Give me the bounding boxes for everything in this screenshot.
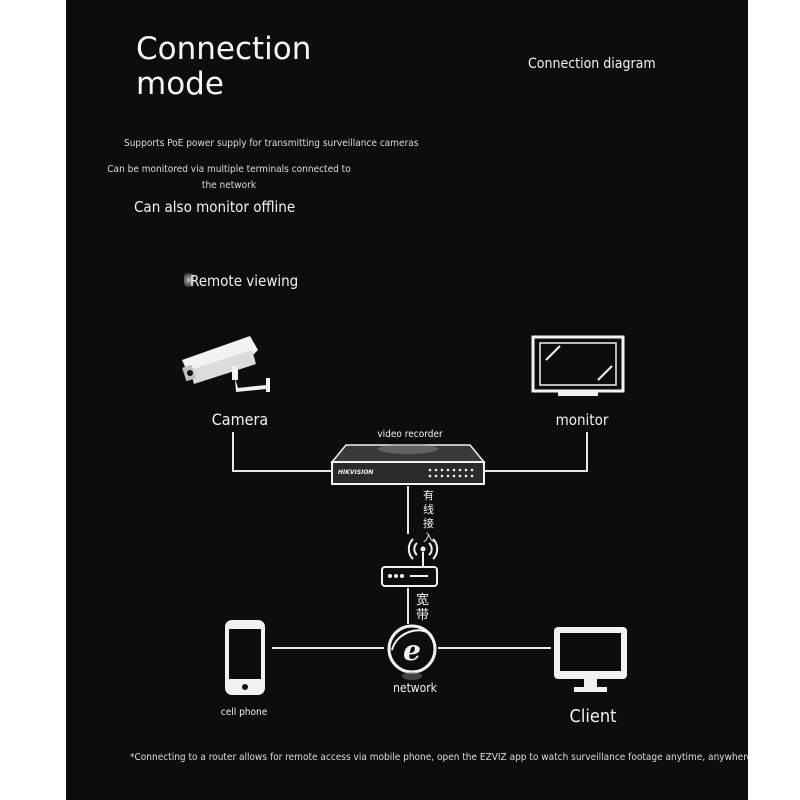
monitor-icon: [531, 335, 625, 396]
feature-poe: Supports PoE power supply for transmitti…: [124, 138, 419, 149]
camera-recorder-line: [232, 432, 332, 472]
svg-text:入: 入: [423, 531, 434, 544]
wired-access-label: 有 线 接 入: [423, 488, 434, 544]
svg-text:接: 接: [423, 517, 434, 530]
connection-diagram: Camera monitor video recorder HIKVISION: [182, 335, 627, 727]
wifi-icon: [407, 538, 439, 566]
diagram-title: Connection diagram: [528, 56, 656, 72]
monitor-label: monitor: [556, 411, 609, 429]
client-label: Client: [570, 706, 617, 727]
cell-phone-label: cell phone: [221, 707, 268, 718]
remote-viewing-marker: [184, 273, 194, 287]
svg-text:带: 带: [416, 608, 429, 623]
recorder-leds: [428, 468, 474, 478]
recorder-brand: HIKVISION: [338, 469, 373, 476]
client-computer-icon: [554, 627, 627, 692]
infographic-panel: Connection mode Connection diagram Suppo…: [66, 0, 748, 800]
svg-text:e: e: [403, 634, 421, 667]
broadband-label: 宽 带: [416, 592, 429, 623]
svg-text:宽: 宽: [416, 592, 429, 608]
internet-explorer-icon: e: [387, 624, 437, 674]
svg-text:有: 有: [423, 488, 434, 502]
svg-text:线: 线: [423, 502, 434, 516]
network-label: network: [393, 681, 438, 695]
feature-remote-viewing: Remote viewing: [190, 272, 299, 290]
page-title: Connection mode: [136, 31, 312, 102]
camera-icon: [182, 336, 270, 392]
monitor-recorder-line: [484, 432, 588, 472]
cell-phone-icon: [225, 620, 265, 695]
video-recorder-icon: HIKVISION: [330, 444, 486, 485]
connector-lines: [232, 432, 588, 649]
camera-label: Camera: [212, 410, 269, 429]
feature-offline: Can also monitor offline: [134, 198, 296, 216]
feature-multi-terminal: Can be monitored via multiple terminals …: [107, 164, 351, 191]
router-icon: [381, 566, 438, 587]
footnote: *Connecting to a router allows for remot…: [130, 752, 748, 763]
recorder-label: video recorder: [377, 429, 443, 440]
